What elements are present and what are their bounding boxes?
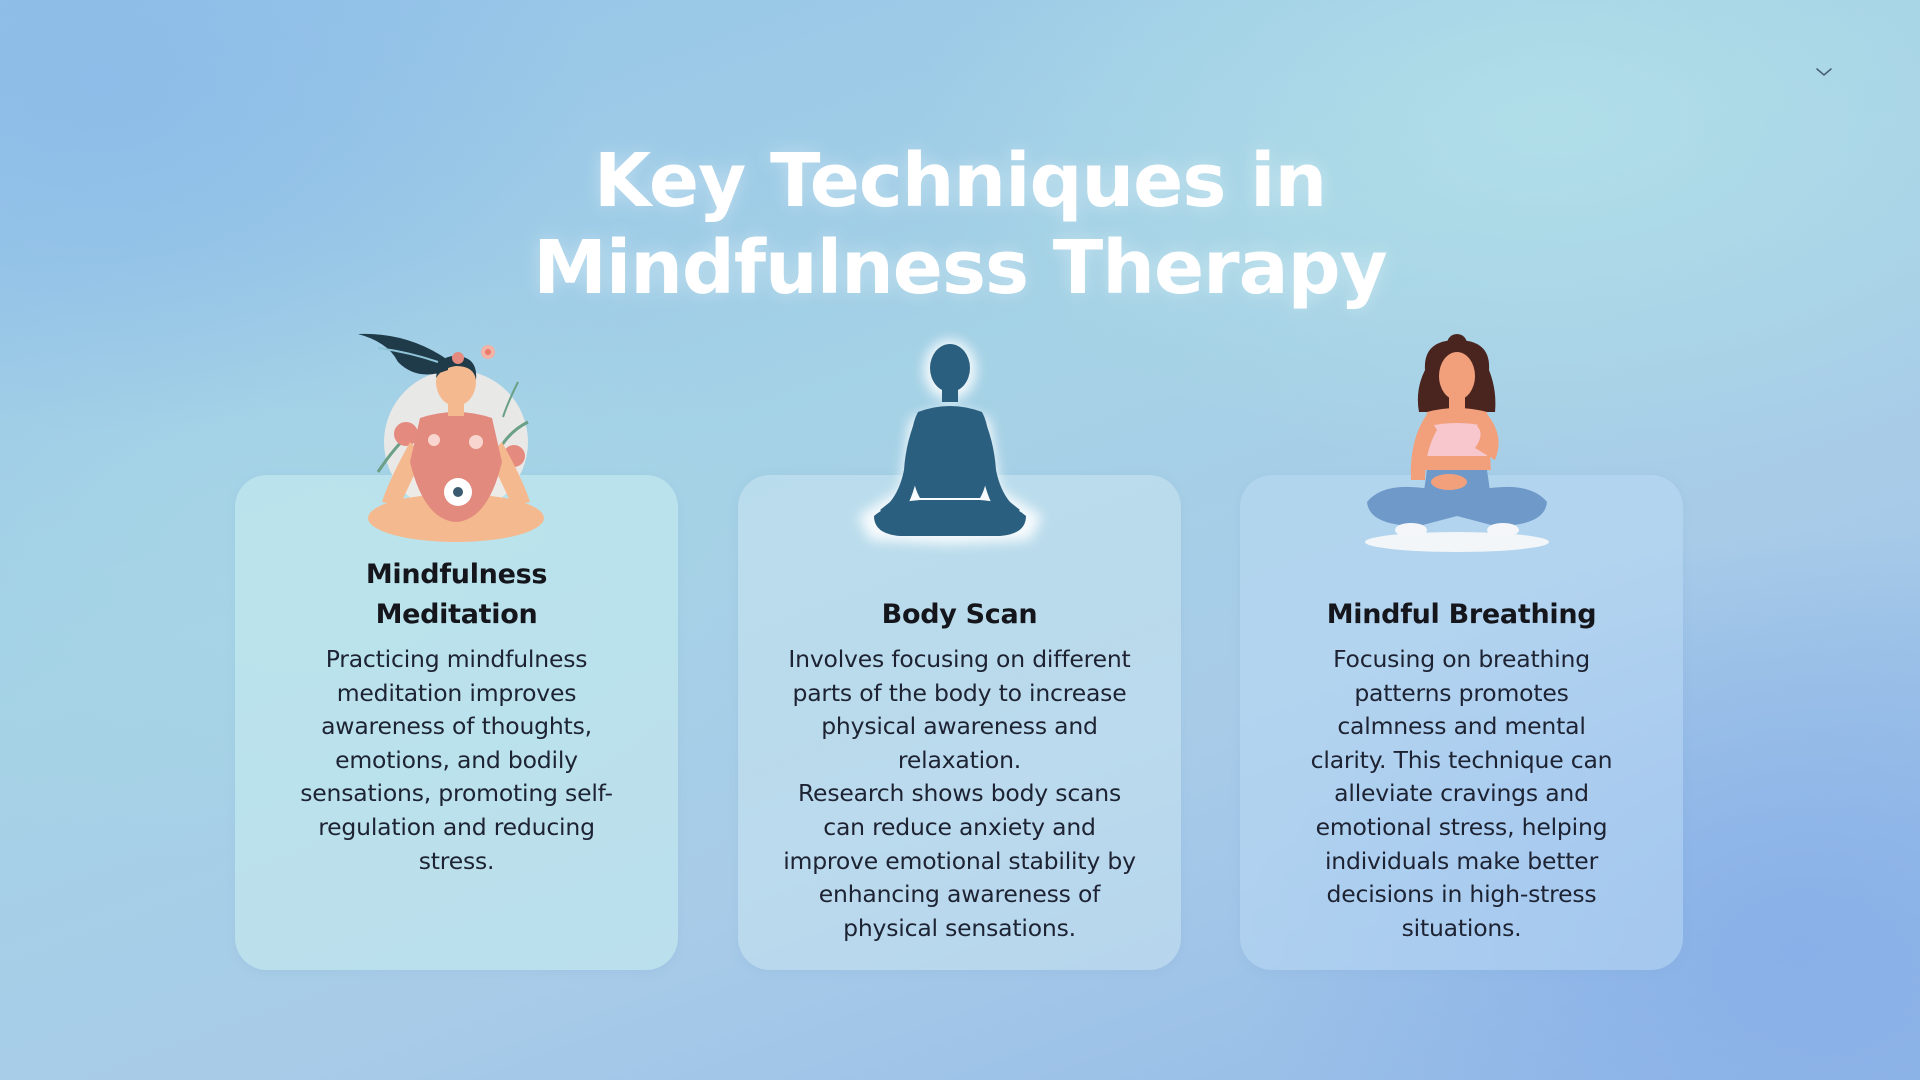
meditation-silhouette-icon xyxy=(850,330,1070,560)
meditating-woman-illustration-icon xyxy=(338,322,568,552)
slide-title: Key Techniques in Mindfulness Therapy xyxy=(0,138,1920,312)
card-heading: Mindfulness Meditation xyxy=(235,555,678,635)
card-description-line: calmness and mental xyxy=(1337,712,1586,741)
card-description-line: physical sensations. xyxy=(843,913,1076,942)
card-description-line: emotional stress, helping xyxy=(1315,812,1608,841)
card-heading-line: Mindful Breathing xyxy=(1326,599,1597,630)
card-description-line: decisions in high-stress xyxy=(1326,880,1597,909)
card-description-line: emotions, and bodily xyxy=(335,745,578,774)
chevron-down-icon[interactable] xyxy=(1814,64,1834,78)
card-description: Practicing mindfulness meditation improv… xyxy=(255,643,658,878)
card-heading: Mindful Breathing xyxy=(1240,595,1683,635)
card-description-line: Practicing mindfulness xyxy=(325,645,588,673)
card-description: Focusing on breathing patterns promotes … xyxy=(1260,643,1663,945)
breathing-woman-illustration-icon xyxy=(1345,330,1570,555)
card-description-line: situations. xyxy=(1401,913,1522,942)
card-description-line: sensations, promoting self- xyxy=(300,779,613,808)
card-description-line: Focusing on breathing xyxy=(1333,645,1590,673)
slide-title-line-1: Key Techniques in xyxy=(593,138,1327,224)
card-description-line: individuals make better xyxy=(1324,846,1599,875)
card-description-line: improve emotional stability by xyxy=(783,846,1136,875)
card-description-line: can reduce anxiety and xyxy=(823,812,1096,841)
slide-title-line-2: Mindfulness Therapy xyxy=(533,225,1388,311)
card-description-line: relaxation. xyxy=(897,745,1022,774)
card-heading-line: Meditation xyxy=(375,599,538,630)
card-description-line: enhancing awareness of xyxy=(818,880,1101,909)
technique-card-mindfulness-meditation: Mindfulness Meditation Practicing mindfu… xyxy=(235,475,678,970)
card-description-line: Involves focusing on different xyxy=(788,645,1131,673)
card-description-line: awareness of thoughts, xyxy=(321,712,592,741)
card-description-line: meditation improves xyxy=(336,678,577,707)
card-heading: Body Scan xyxy=(738,595,1181,635)
card-description-line: clarity. This technique can xyxy=(1310,745,1613,774)
card-description-line: patterns promotes xyxy=(1354,678,1569,707)
card-heading-line: Body Scan xyxy=(881,599,1038,630)
card-description-line: physical awareness and xyxy=(821,712,1098,741)
card-description-line: alleviate cravings and xyxy=(1334,779,1589,808)
card-description-line: parts of the body to increase xyxy=(792,678,1127,707)
technique-card-mindful-breathing: Mindful Breathing Focusing on breathing … xyxy=(1240,475,1683,970)
card-description-line: stress. xyxy=(418,846,495,875)
card-heading-line: Mindfulness xyxy=(365,559,548,590)
card-description: Involves focusing on different parts of … xyxy=(758,643,1161,945)
technique-card-body-scan: Body Scan Involves focusing on different… xyxy=(738,475,1181,970)
card-description-line: Research shows body scans xyxy=(797,779,1121,808)
card-description-line: regulation and reducing xyxy=(318,812,595,841)
